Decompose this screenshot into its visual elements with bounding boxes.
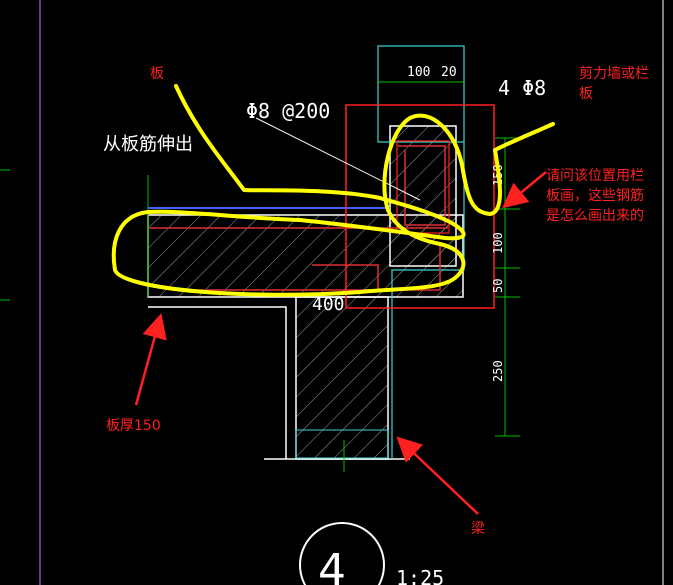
- arrow-question: [502, 171, 547, 209]
- dim-right-4: 250: [491, 360, 505, 382]
- callout-top-bars: 4 Φ8: [498, 76, 546, 100]
- annotation-question-line-2: 板画，这些钢筋: [546, 187, 644, 204]
- detail-symbol: [299, 522, 385, 585]
- annotation-slab-thickness: 板厚150: [106, 418, 161, 434]
- slab-soffit-line: [148, 306, 287, 459]
- dim-right-3: 50: [491, 279, 505, 293]
- annotation-question-line-3: 是怎么画出来的: [546, 208, 644, 224]
- beam-inner-outline: [295, 429, 389, 459]
- wall-outline-right: [391, 142, 465, 459]
- slab-bottom-rebar: [185, 246, 441, 291]
- callout-slab-rebar: Φ8 @200: [246, 99, 330, 123]
- parapet-highlight-box: [345, 104, 495, 309]
- annotation-beam: 梁: [471, 521, 485, 537]
- arrow-beam: [396, 436, 479, 515]
- arrow-slab-thickness: [134, 313, 167, 406]
- annotation-question-line-1: 请问该位置用栏: [546, 168, 644, 184]
- dim-top-b: 20: [441, 65, 457, 80]
- beam-stirrup: [312, 264, 379, 290]
- annotation-shear-wall-line-2: 板: [579, 86, 593, 102]
- detail-scale: 1:25: [396, 566, 444, 585]
- callout-extend: 从板筋伸出: [103, 134, 193, 155]
- beam-section: [295, 296, 389, 460]
- dim-width: 400: [312, 294, 345, 315]
- annotation-shear-wall-line-1: 剪力墙或栏: [579, 66, 649, 82]
- rebar-detail-box: [396, 140, 450, 234]
- wall-outline-top: [377, 45, 465, 143]
- parapet-rebar: [398, 145, 446, 226]
- annotation-slab: 板: [150, 66, 164, 82]
- dim-right-2: 100: [491, 232, 505, 254]
- callout-leader: [255, 117, 421, 201]
- highlight-scribble-slab: [111, 84, 555, 297]
- detail-number: 4: [318, 545, 346, 585]
- dim-top-a: 100: [407, 65, 430, 80]
